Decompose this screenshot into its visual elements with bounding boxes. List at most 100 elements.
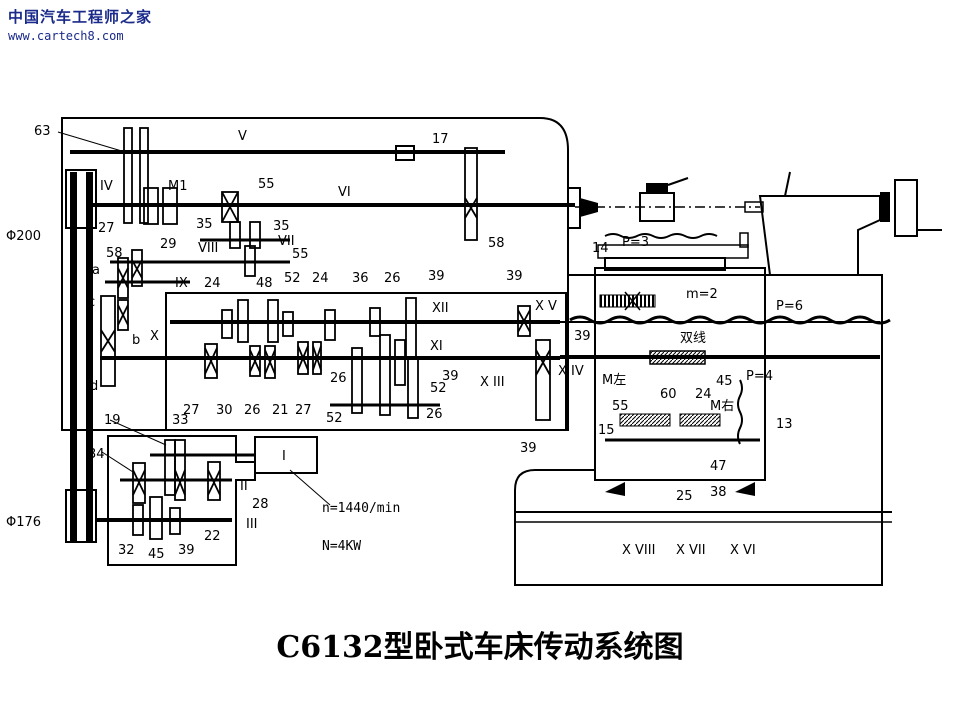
label-47: 47 xyxy=(710,459,727,474)
label-double: 双线 xyxy=(680,331,706,346)
label-Mleft: M左 xyxy=(602,373,626,388)
label-28: 28 xyxy=(252,497,269,512)
label-63: 63 xyxy=(34,124,51,139)
chuck-jaw xyxy=(580,198,598,217)
lathe-transmission-diagram: 63 V 17 IV M1 55 VI 27 35 35 58 Φ200 VII… xyxy=(6,117,942,586)
label-19: 19 xyxy=(104,413,121,428)
label-35a: 35 xyxy=(196,217,213,232)
apron-foot-left xyxy=(605,482,625,496)
label-17: 17 xyxy=(432,132,449,147)
label-58b: 58 xyxy=(488,236,505,251)
label-35b: 35 xyxy=(273,219,290,234)
label-III: III xyxy=(246,517,258,532)
label-X: X xyxy=(150,329,159,344)
tailstock-handwheel xyxy=(894,179,918,237)
label-27a: 27 xyxy=(98,221,115,236)
motor-label-leader xyxy=(289,469,331,506)
watermark-url: www.cartech8.com xyxy=(8,29,124,43)
label-26c: 26 xyxy=(330,371,347,386)
apron-foot-right xyxy=(735,482,755,496)
gear-set xyxy=(100,127,551,540)
labels: 63 V 17 IV M1 55 VI 27 35 35 58 Φ200 VII… xyxy=(6,124,803,562)
label-XI: XI xyxy=(430,339,443,354)
label-XII: XII xyxy=(432,301,449,316)
label-VI: VI xyxy=(338,185,351,200)
rack-gear-14-x xyxy=(624,291,641,311)
watermark: 中国汽车工程师之家 www.cartech8.com xyxy=(8,6,152,43)
label-52c: 52 xyxy=(326,411,343,426)
motor xyxy=(254,436,318,474)
label-14: 14 xyxy=(592,241,609,256)
label-60: 60 xyxy=(660,387,677,402)
label-52b: 52 xyxy=(430,381,447,396)
label-45b: 45 xyxy=(148,547,165,562)
label-39c: 39 xyxy=(574,329,591,344)
label-55a: 55 xyxy=(258,177,275,192)
label-M1: M1 xyxy=(168,179,188,194)
label-39f: 39 xyxy=(178,543,195,558)
tool-post-handle xyxy=(667,177,689,186)
leader-34 xyxy=(101,451,134,473)
tool-post-top xyxy=(646,183,668,193)
tailstock-wheel xyxy=(880,192,890,222)
label-VIII: VIII xyxy=(198,241,218,256)
label-IV: IV xyxy=(100,179,113,194)
label-IX: IX xyxy=(175,276,188,291)
leader-19 xyxy=(109,419,167,446)
belt-pulley-top xyxy=(65,169,97,229)
label-24a: 24 xyxy=(204,276,221,291)
label-XIII: X III xyxy=(480,375,505,390)
label-22: 22 xyxy=(204,529,221,544)
label-VII: VII xyxy=(278,234,295,249)
label-d: d xyxy=(90,379,98,394)
label-24b: 24 xyxy=(312,271,329,286)
label-55b: 55 xyxy=(292,247,309,262)
lead-screw xyxy=(569,315,891,325)
chuck xyxy=(567,187,581,229)
apron-gear-block-left xyxy=(619,413,671,427)
label-26a: 26 xyxy=(384,271,401,286)
label-34: 34 xyxy=(88,447,105,462)
label-XV: X V xyxy=(535,299,557,314)
label-24c: 24 xyxy=(695,387,712,402)
label-I: I xyxy=(282,449,286,464)
label-39b: 39 xyxy=(506,269,523,284)
label-45a: 45 xyxy=(716,374,733,389)
label-Mright: M右 xyxy=(710,399,734,414)
apron xyxy=(594,267,766,481)
apron-gear-block-right xyxy=(679,413,721,427)
worm-double xyxy=(649,350,706,365)
label-m2: m=2 xyxy=(686,287,718,302)
label-27b: 27 xyxy=(183,403,200,418)
label-26d: 26 xyxy=(426,407,443,422)
label-29: 29 xyxy=(160,237,177,252)
rack-gear-14 xyxy=(599,294,656,308)
label-V: V xyxy=(238,129,247,144)
handwheel-bar xyxy=(739,232,749,248)
lead-screw-vertical xyxy=(737,379,743,445)
label-39a: 39 xyxy=(428,269,445,284)
tailstock-handle xyxy=(784,171,791,197)
label-36: 36 xyxy=(352,271,369,286)
label-P6: P=6 xyxy=(776,299,803,314)
label-XVI: X VI xyxy=(730,543,756,558)
tailstock-quill xyxy=(744,201,764,213)
label-39e: 39 xyxy=(520,441,537,456)
label-N: N=4KW xyxy=(322,539,361,554)
label-33: 33 xyxy=(172,413,189,428)
label-phi176: Φ176 xyxy=(6,515,41,530)
tailstock xyxy=(758,195,881,276)
label-XVII: X VII xyxy=(676,543,706,558)
label-c: c xyxy=(88,295,95,310)
watermark-site-name: 中国汽车工程师之家 xyxy=(8,8,153,26)
label-26b: 26 xyxy=(244,403,261,418)
leader-63 xyxy=(57,131,126,153)
label-30: 30 xyxy=(216,403,233,418)
label-27c: 27 xyxy=(295,403,312,418)
label-n: n=1440/min xyxy=(322,501,400,516)
label-II: II xyxy=(240,479,248,494)
label-phi200: Φ200 xyxy=(6,229,41,244)
cross-slide xyxy=(597,244,749,259)
label-P3: P=3 xyxy=(622,235,649,250)
label-48: 48 xyxy=(256,276,273,291)
